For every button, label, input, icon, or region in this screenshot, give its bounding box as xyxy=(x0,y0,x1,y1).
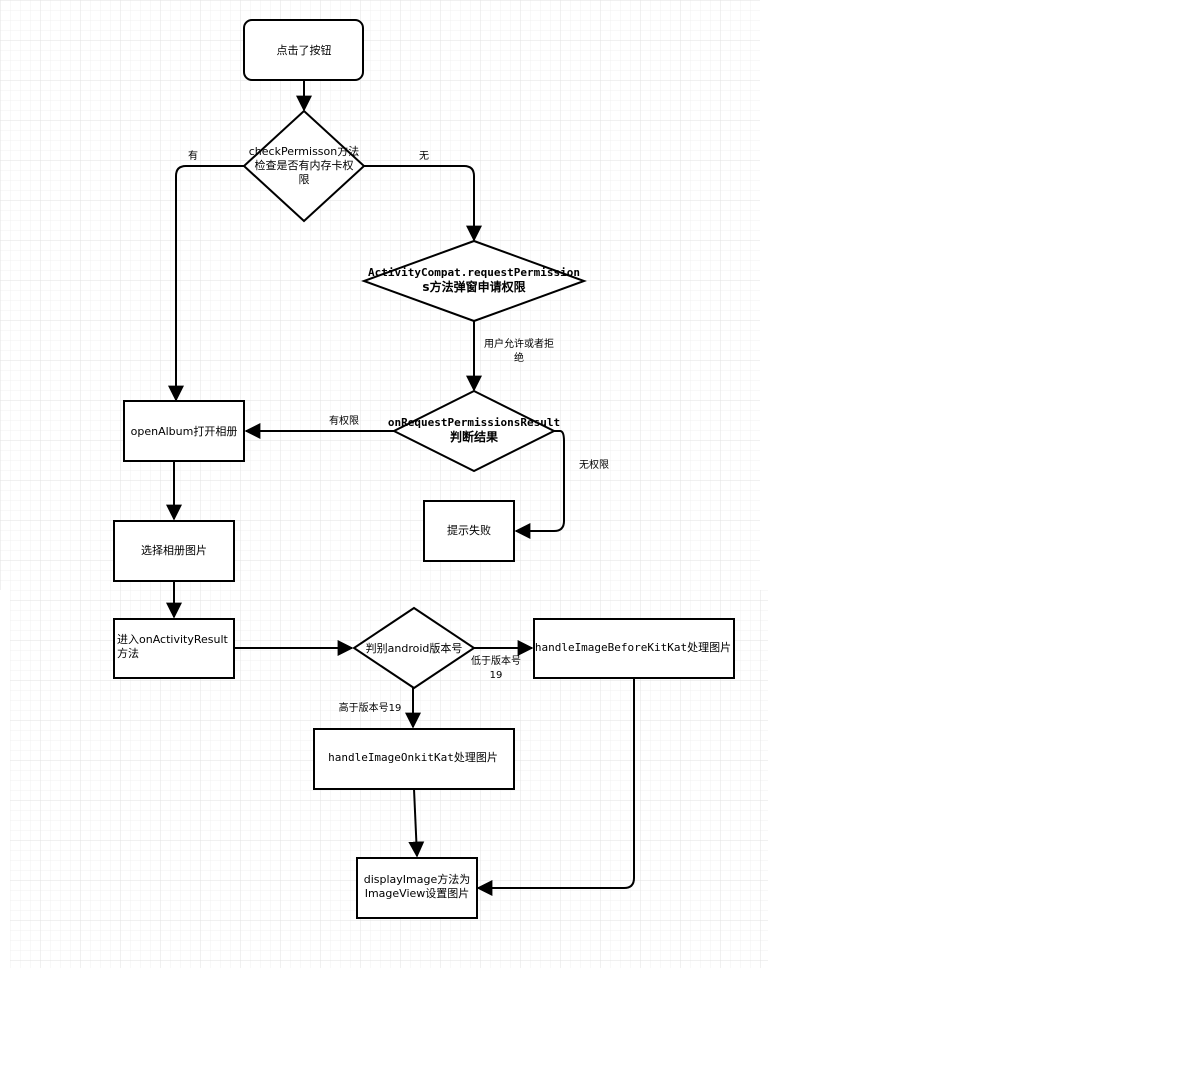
node-display-image xyxy=(356,857,478,919)
node-choose-image-label: 选择相册图片 xyxy=(141,543,207,557)
node-start-label: 点击了按钮 xyxy=(277,43,332,57)
edge-label-none: 无 xyxy=(419,151,429,162)
node-handle-on-kitkat xyxy=(313,728,515,790)
edge-label-granted: 有权限 xyxy=(329,414,359,427)
node-open-album-label: openAlbum打开相册 xyxy=(131,424,238,438)
node-display-image-line2: ImageView设置图片 xyxy=(365,887,470,900)
edge-label-has: 有 xyxy=(188,149,198,162)
edge-beforekitkat-to-display xyxy=(476,679,635,896)
node-check-permission-line2: 检查是否有内存卡权 xyxy=(255,158,354,172)
edge-result-denied xyxy=(514,430,565,539)
node-handle-before-kitkat xyxy=(533,618,735,679)
node-open-album xyxy=(123,400,245,462)
node-check-version xyxy=(352,606,476,690)
edge-check-yes xyxy=(168,165,244,402)
node-start xyxy=(243,19,364,81)
node-request-permission-line2: s方法弹窗申请权限 xyxy=(422,279,525,294)
node-on-request-result xyxy=(391,389,557,473)
node-on-activity-result xyxy=(113,618,235,679)
node-on-activity-result-line1: 进入onActivityResult xyxy=(117,633,229,646)
edge-label-below-line2: 19 xyxy=(490,670,503,681)
edge-check-no xyxy=(364,165,482,242)
node-check-permission-line3: 限 xyxy=(299,173,310,186)
node-check-version-label: 判别android版本号 xyxy=(366,641,463,655)
node-request-permission xyxy=(361,239,587,323)
edge-label-above: 高于版本号19 xyxy=(339,701,402,714)
node-show-fail xyxy=(423,500,515,562)
grid-background-top xyxy=(0,0,760,590)
node-show-fail-label: 提示失败 xyxy=(447,523,491,537)
node-handle-before-kitkat-label: handleImageBeforeKitKat处理图片 xyxy=(535,641,731,654)
node-request-permission-line1: ActivityCompat.requestPermission xyxy=(368,266,580,279)
node-check-permission-line1: checkPermisson方法 xyxy=(249,144,359,158)
node-on-request-result-line1: onRequestPermissionsResult xyxy=(388,416,560,429)
edge-onkitkat-to-display xyxy=(408,788,425,858)
edge-label-user-choice-line2: 绝 xyxy=(514,351,524,364)
node-on-request-result-line2: 判断结果 xyxy=(450,429,498,444)
node-choose-image xyxy=(113,520,235,582)
node-display-image-line1: displayImage方法为 xyxy=(364,872,471,886)
node-on-activity-result-line2: 方法 xyxy=(117,646,139,660)
edge-label-denied: 无权限 xyxy=(579,458,609,471)
node-check-permission xyxy=(242,109,366,223)
edge-label-below-line1: 低于版本号 xyxy=(471,654,521,667)
node-handle-on-kitkat-label: handleImageOnkitKat处理图片 xyxy=(328,751,498,764)
edge-label-user-choice-line1: 用户允许或者拒 xyxy=(484,337,554,350)
